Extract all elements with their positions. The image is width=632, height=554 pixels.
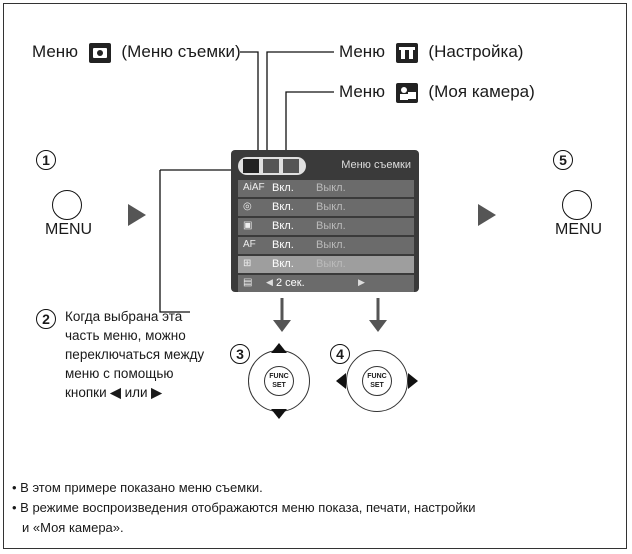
note-line: Когда выбрана эта [65,307,204,326]
stitch-assist-icon: ⊞ [243,258,263,269]
camera-tab-icon[interactable] [243,159,259,173]
option-off: Выкл. [316,239,346,251]
mycamera-tab-icon[interactable] [283,159,299,173]
note-text: или [125,385,148,400]
option-off: Выкл. [316,182,346,194]
arrow-right-icon [478,204,496,226]
menu-row[interactable]: ▣ Вкл. Выкл. [238,218,414,235]
arrow-right-icon [128,204,146,226]
option-on: Вкл. [272,220,294,232]
option-off: Выкл. [316,201,346,213]
footnote: и «Моя камера». [12,518,476,538]
setup-tab-icon[interactable] [263,159,279,173]
menu-tabs [238,157,306,175]
footnote: • В этом примере показано меню съемки. [12,478,476,498]
red-eye-icon: ◎ [243,201,263,212]
footnote: • В режиме воспроизведения отображаются … [12,498,476,518]
option-off: Выкл. [316,220,346,232]
arrow-down-icon [366,298,390,334]
footnotes: • В этом примере показано меню съемки. •… [12,478,476,538]
step-5-marker: 5 [553,150,573,170]
tab-switch-note: Когда выбрана эта часть меню, можно пере… [65,307,204,402]
option-off: Выкл. [316,258,346,270]
aiaf-icon: AiAF [243,182,263,193]
menu-row[interactable]: ◎ Вкл. Выкл. [238,199,414,216]
option-on: Вкл. [272,201,294,213]
option-on: Вкл. [272,182,294,194]
review-icon: ▤ [243,277,263,288]
note-line: часть меню, можно [65,326,204,345]
note-text: кнопки [65,385,107,400]
screen-title: Меню съемки [341,159,411,171]
menu-row[interactable]: AiAF Вкл. Выкл. [238,180,414,197]
arrow-right-icon: ▶ [358,277,365,288]
menu-row[interactable]: AF Вкл. Выкл. [238,237,414,254]
step-1-marker: 1 [36,150,56,170]
arrow-right-icon: ▶ [151,385,161,400]
arrow-down-icon [270,298,294,334]
arrow-left-icon: ◀ [110,385,120,400]
menu-button-label: MENU [45,221,92,239]
digital-zoom-icon: ▣ [243,220,263,231]
menu-button[interactable] [562,190,592,220]
menu-rows: AiAF Вкл. Выкл. ◎ Вкл. Выкл. ▣ Вкл. Выкл… [238,180,414,292]
option-on: Вкл. [272,258,294,270]
step-3-marker: 3 [230,344,250,364]
menu-button[interactable] [52,190,82,220]
af-assist-icon: AF [243,239,263,250]
arrow-left-icon: ◀ [266,277,273,288]
up-down-arrows-icon [270,343,288,419]
lcd-screen: Меню съемки AiAF Вкл. Выкл. ◎ Вкл. Выкл.… [231,150,419,292]
note-line: меню с помощью [65,364,204,383]
left-right-arrows-icon [336,372,418,390]
menu-row-selected[interactable]: ⊞ Вкл. Выкл. [238,256,414,273]
step-4-marker: 4 [330,344,350,364]
note-line: кнопки ◀ или ▶ [65,383,204,402]
menu-button-label: MENU [555,221,602,239]
menu-row[interactable]: ▤ ◀ 2 сек. ▶ [238,275,414,292]
note-line: переключаться между [65,345,204,364]
step-2-marker: 2 [36,309,56,329]
option-on: Вкл. [272,239,294,251]
review-value: 2 сек. [276,277,305,289]
